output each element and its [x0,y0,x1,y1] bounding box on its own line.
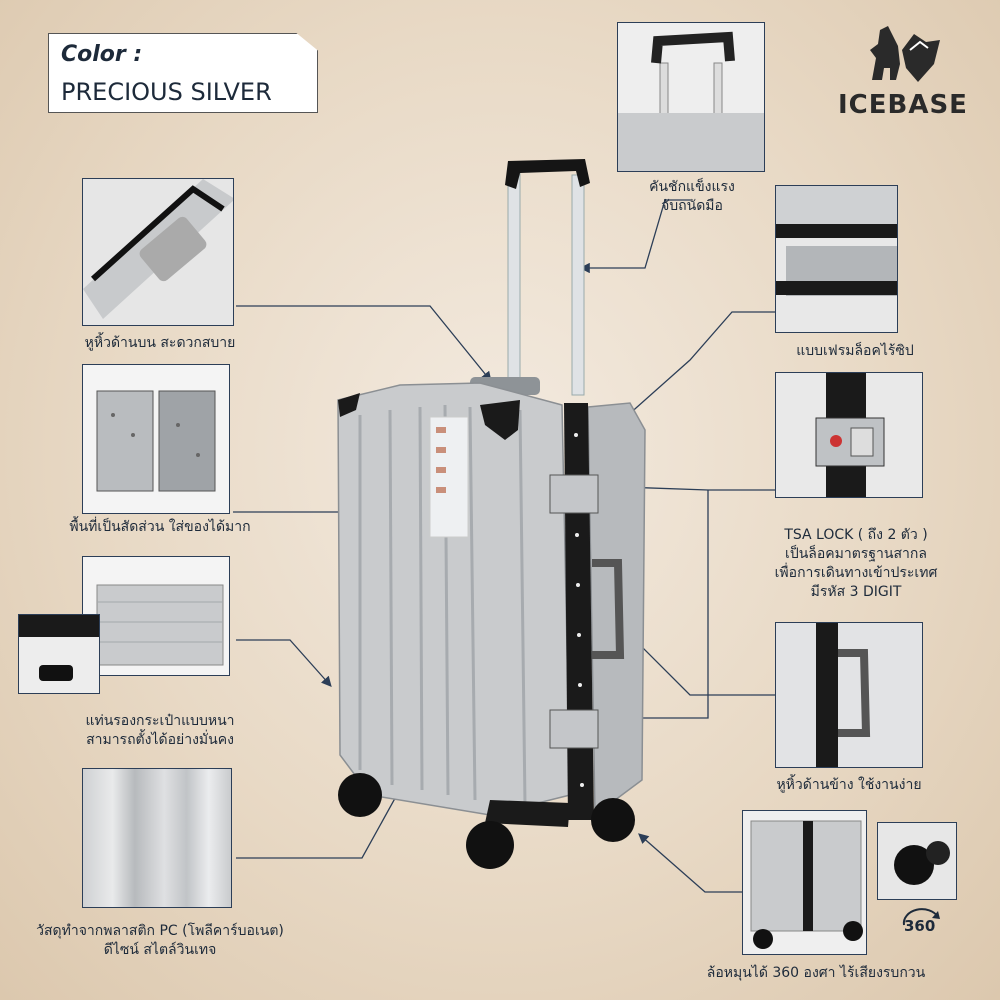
bear-logo-icon [870,26,940,82]
caption-wheels: ล้อหมุนได้ 360 องศา ไร้เสียงรบกวน [706,965,926,981]
thumb-tsa-lock [775,372,923,498]
caption-pull-handle: คันชักแข็งแรงจับถนัดมือ [649,179,735,214]
caption-material: วัสดุทำจากพลาสติก PC (โพลีคาร์บอเนต)ดีไซ… [36,923,284,958]
thumb-wheel-detail [877,822,957,900]
thumb-wheels [742,810,867,955]
caption-interior: พื้นที่เป็นสัดส่วน ใส่ของได้มาก [69,519,251,535]
color-value: PRECIOUS SILVER [61,78,272,106]
thumb-pull-handle [617,22,765,172]
thumb-interior [82,364,230,514]
thumb-feet [82,556,230,676]
color-label: Color : [61,42,143,67]
caption-feet: แท่นรองกระเป๋าแบบหนาสามารถตั้งได้อย่างมั… [85,713,235,748]
pull-handle [505,159,590,189]
pole-right [571,174,585,396]
caption-tsa-lock: TSA LOCK ( ถึง 2 ตัว )เป็นล็อคมาตรฐานสาก… [774,527,938,600]
brand-name: ICEBASE [838,90,968,120]
caption-top-handle: หูหิ้วด้านบน สะดวกสบาย [84,335,236,351]
thumb-feet-detail [18,614,100,694]
thumb-material [82,768,232,908]
rotate-arrow-icon [902,908,940,926]
badge-360-text: 360 [904,917,936,935]
caption-frame: แบบเฟรมล็อคไร้ซิป [796,343,914,359]
pole-left [507,164,521,386]
color-label-box: Color : PRECIOUS SILVER [48,33,318,113]
thumb-side-handle [775,622,923,768]
thumb-frame [775,185,898,333]
rotate-360-badge: 360 [898,905,946,945]
suitcase-image [337,159,646,869]
thumb-top-handle [82,178,234,326]
caption-side-handle: หูหิ้วด้านข้าง ใช้งานง่าย [776,777,922,793]
